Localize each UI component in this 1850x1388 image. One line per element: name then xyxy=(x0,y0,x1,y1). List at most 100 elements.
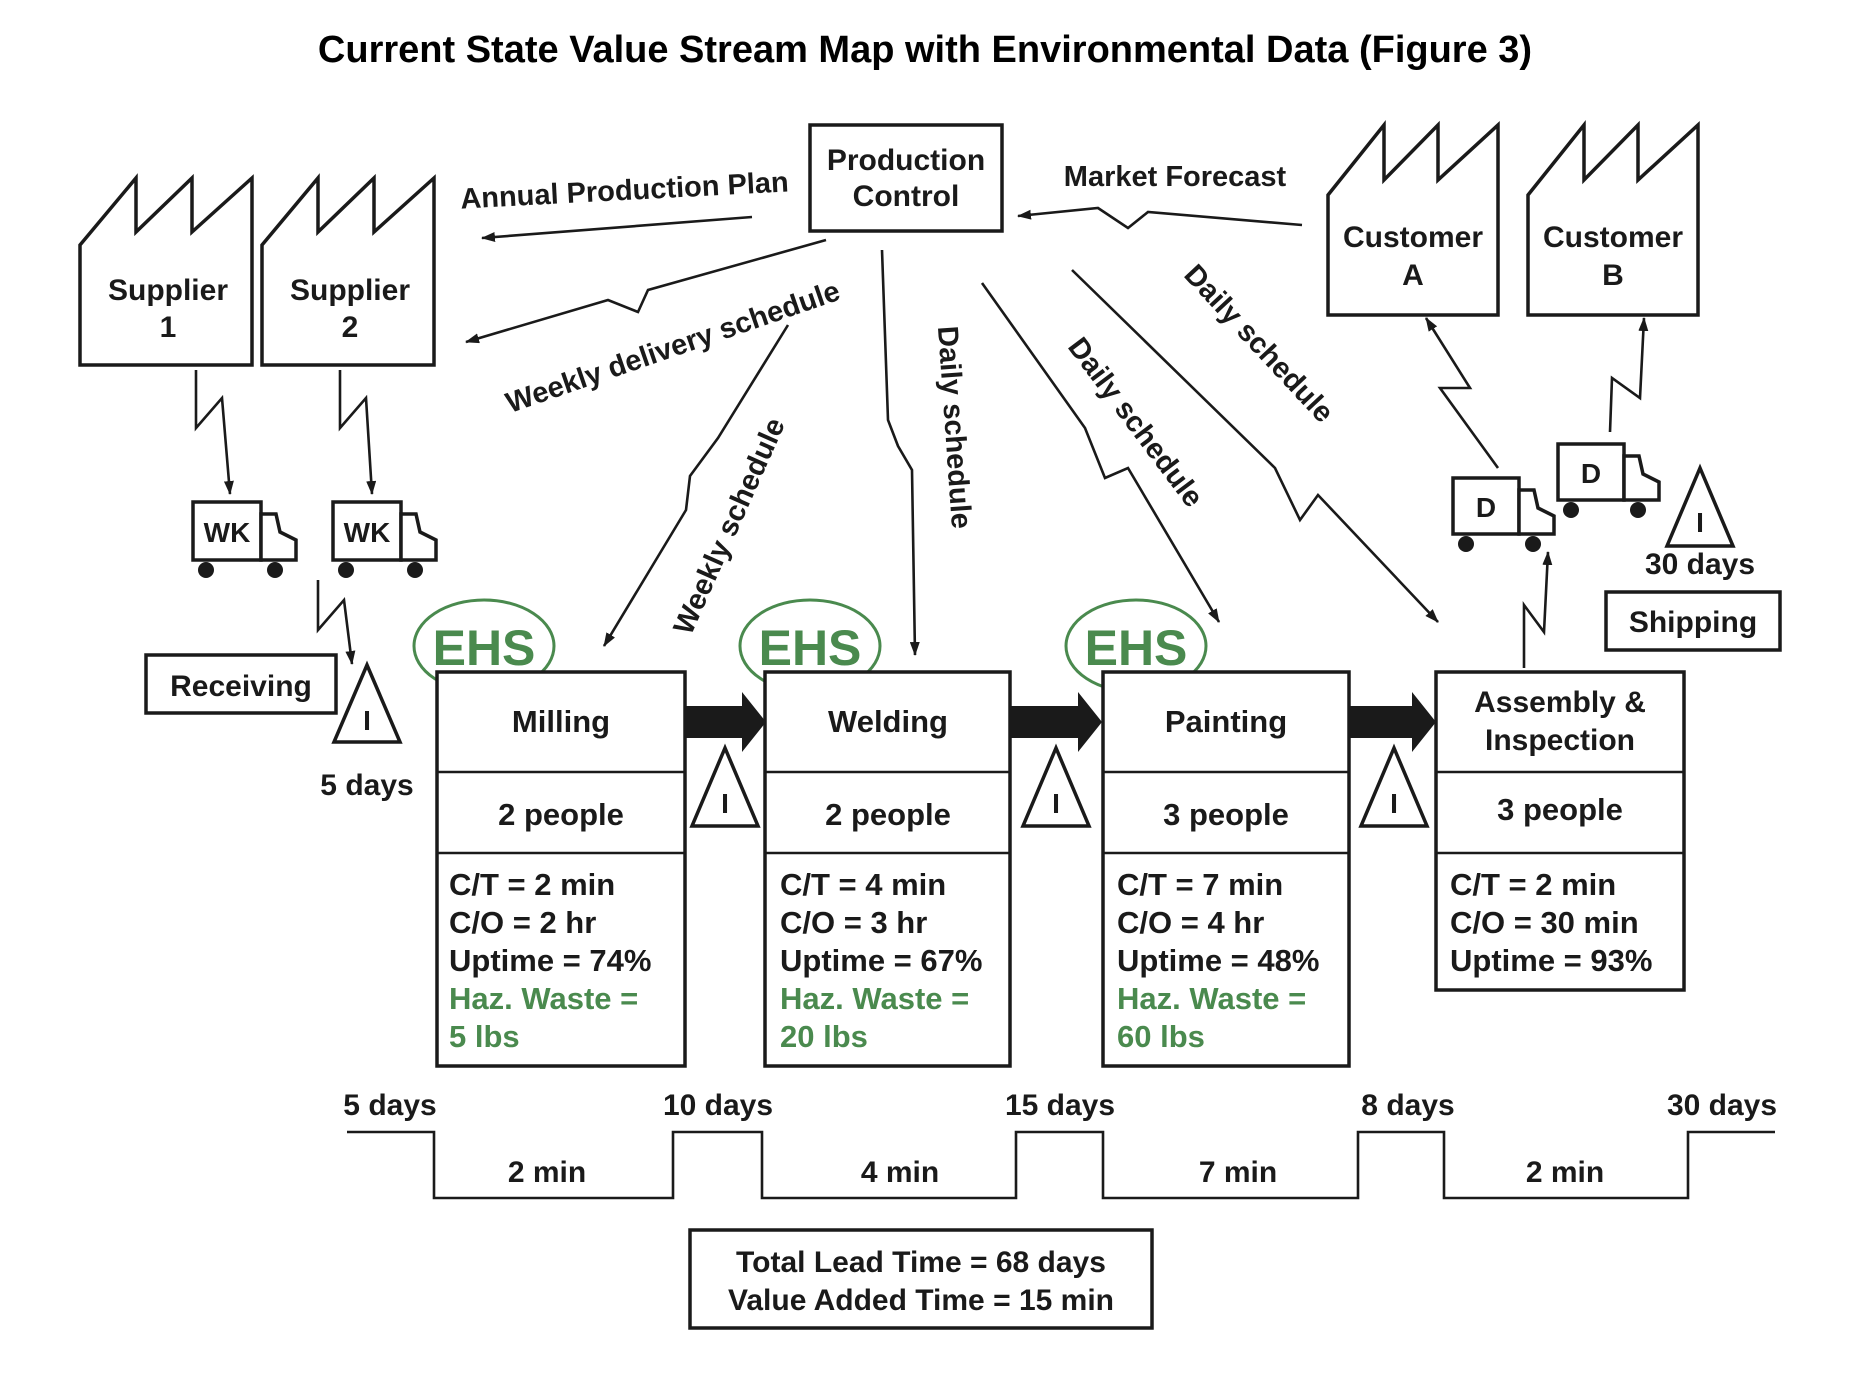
svg-text:EHS: EHS xyxy=(1085,620,1188,676)
customer-b-label-2: B xyxy=(1602,259,1624,292)
haz-waste-label: Haz. Waste = xyxy=(1117,981,1306,1016)
haz-waste-value: 5 lbs xyxy=(449,1019,520,1054)
assembly-shipping-arrow xyxy=(1522,551,1553,668)
svg-text:I: I xyxy=(1390,788,1398,819)
timeline-min: 7 min xyxy=(1199,1156,1277,1189)
svg-text:EHS: EHS xyxy=(759,620,862,676)
customer-b-label-1: Customer xyxy=(1543,221,1683,254)
customer-a-label-2: A xyxy=(1402,259,1424,292)
daily-schedule-3-label: Daily schedule xyxy=(1178,259,1340,429)
timeline-days: 5 days xyxy=(343,1089,436,1122)
production-control-label-2: Control xyxy=(853,180,960,213)
process-name: Milling xyxy=(512,704,610,739)
supplier-1-label-1: Supplier xyxy=(108,274,228,307)
daily-schedule-1-label: Daily schedule xyxy=(931,325,977,530)
process-name: Welding xyxy=(828,704,948,739)
truck-icon: D xyxy=(1451,476,1556,552)
factory-icon xyxy=(260,173,436,367)
factory-icon xyxy=(1326,120,1500,317)
svg-text:I: I xyxy=(1052,788,1060,819)
process-name-1: Assembly & xyxy=(1474,686,1646,719)
haz-waste-label: Haz. Waste = xyxy=(780,981,969,1016)
page-title: Current State Value Stream Map with Envi… xyxy=(318,29,1532,71)
receiving-label: Receiving xyxy=(170,670,312,703)
daily-schedule-2-label: Daily schedule xyxy=(1061,332,1209,513)
haz-waste-label: Haz. Waste = xyxy=(449,981,638,1016)
supplier-1-label-2: 1 xyxy=(160,311,177,344)
timeline-ladder xyxy=(347,1130,1775,1200)
information-flow-labels: Annual Production Plan Market Forecast W… xyxy=(460,161,1340,639)
weekly-delivery-label: Weekly delivery schedule xyxy=(502,275,844,419)
truck-label: D xyxy=(1476,492,1496,523)
process-welding: Welding 2 people C/T = 4 min C/O = 3 hr … xyxy=(763,670,1012,1068)
summary-box: Total Lead Time = 68 days Value Added Ti… xyxy=(688,1228,1154,1330)
factory-icon xyxy=(1526,120,1700,317)
uptime: Uptime = 48% xyxy=(1117,943,1319,978)
total-lead-time: Total Lead Time = 68 days xyxy=(736,1246,1106,1279)
inventory-icon: I xyxy=(1664,463,1736,548)
production-control-label-1: Production xyxy=(827,144,985,177)
inventory-icon: I xyxy=(331,660,403,744)
daily-schedule-assembly-arrow xyxy=(1071,269,1439,623)
truck-label: D xyxy=(1581,458,1601,489)
timeline-days: 30 days xyxy=(1667,1089,1777,1122)
truck-icon: WK xyxy=(191,500,298,578)
shipping-days: 30 days xyxy=(1645,548,1755,581)
changeover-time: C/O = 4 hr xyxy=(1117,905,1264,940)
push-arrow xyxy=(1010,692,1102,752)
push-arrow xyxy=(685,692,766,752)
svg-text:EHS: EHS xyxy=(433,620,536,676)
push-arrow xyxy=(1349,692,1436,752)
ehs-badge: EHS xyxy=(1064,598,1208,694)
process-painting: Painting 3 people C/T = 7 min C/O = 4 hr… xyxy=(1101,670,1351,1068)
timeline-min: 2 min xyxy=(508,1156,586,1189)
truck-icon: WK xyxy=(331,500,438,578)
uptime: Uptime = 93% xyxy=(1450,943,1652,978)
supplier-1-truck-arrow xyxy=(194,370,234,495)
truck-customer-b-arrow xyxy=(1608,317,1649,433)
process-assembly-inspection: Assembly & Inspection 3 people C/T = 2 m… xyxy=(1434,670,1686,992)
timeline-min: 4 min xyxy=(861,1156,939,1189)
truck-label: WK xyxy=(344,517,391,548)
inventory-icon: I xyxy=(1020,743,1092,828)
shipping-box: Shipping xyxy=(1604,590,1782,652)
changeover-time: C/O = 2 hr xyxy=(449,905,596,940)
process-name-2: Inspection xyxy=(1485,724,1635,757)
shipping-label: Shipping xyxy=(1629,606,1757,639)
customer-a: Customer A xyxy=(1326,120,1500,317)
uptime: Uptime = 67% xyxy=(780,943,982,978)
customer-b: Customer B xyxy=(1526,120,1700,317)
weekly-schedule-arrow xyxy=(602,324,790,647)
daily-schedule-welding-arrow xyxy=(880,249,920,656)
truck-label: WK xyxy=(204,517,251,548)
cycle-time: C/T = 7 min xyxy=(1117,867,1283,902)
inventory-icon: I xyxy=(689,743,761,828)
haz-waste-value: 20 lbs xyxy=(780,1019,868,1054)
timeline-days: 10 days xyxy=(663,1089,773,1122)
svg-text:I: I xyxy=(1696,507,1704,538)
receiving-days: 5 days xyxy=(320,769,413,802)
process-people: 2 people xyxy=(825,797,951,832)
haz-waste-value: 60 lbs xyxy=(1117,1019,1205,1054)
process-people: 2 people xyxy=(498,797,624,832)
production-control: Production Control xyxy=(808,123,1004,233)
supplier-2: Supplier 2 xyxy=(260,173,436,367)
changeover-time: C/O = 3 hr xyxy=(780,905,927,940)
timeline-days: 15 days xyxy=(1005,1089,1115,1122)
cycle-time: C/T = 2 min xyxy=(1450,867,1616,902)
supplier-2-truck-arrow xyxy=(338,370,377,495)
customer-a-label-1: Customer xyxy=(1343,221,1483,254)
market-forecast-arrow xyxy=(1017,206,1303,230)
supplier-2-label-2: 2 xyxy=(342,311,359,344)
process-name: Painting xyxy=(1165,704,1287,739)
weekly-delivery-arrow xyxy=(465,238,827,344)
process-people: 3 people xyxy=(1163,797,1289,832)
value-added-time: Value Added Time = 15 min xyxy=(728,1284,1114,1317)
annual-plan-label: Annual Production Plan xyxy=(460,166,790,215)
market-forecast-label: Market Forecast xyxy=(1064,161,1287,193)
truck-icon: D xyxy=(1556,442,1661,518)
inventory-icon: I xyxy=(1358,743,1430,828)
process-people: 3 people xyxy=(1497,792,1623,827)
truck-customer-a-arrow xyxy=(1424,317,1500,469)
